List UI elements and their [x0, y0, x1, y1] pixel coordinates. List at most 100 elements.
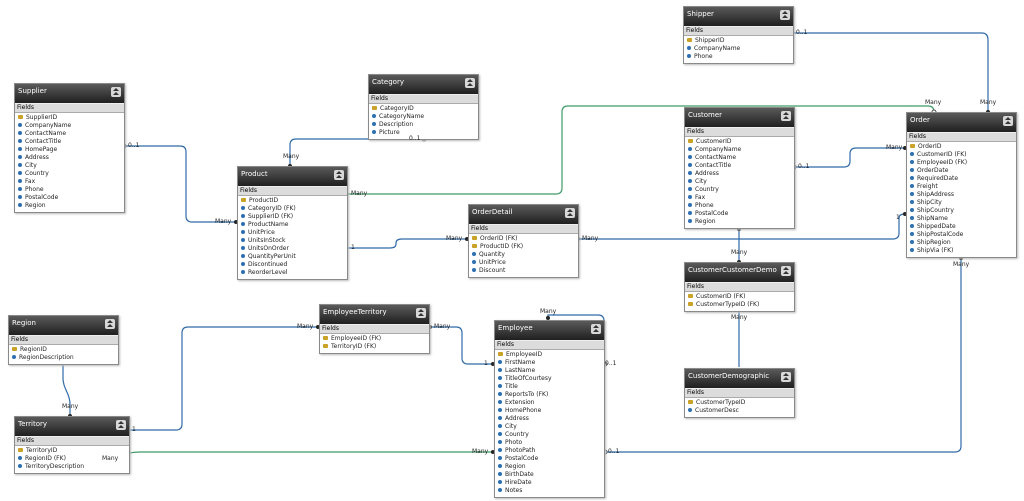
- field-row[interactable]: ProductID (FK): [469, 243, 578, 251]
- field-row[interactable]: Fax: [685, 194, 794, 202]
- field-row[interactable]: Phone: [684, 53, 793, 61]
- field-row[interactable]: ShipCountry: [907, 207, 1016, 215]
- field-row[interactable]: City: [15, 162, 124, 170]
- field-row[interactable]: TitleOfCourtesy: [495, 375, 604, 383]
- field-row[interactable]: UnitPrice: [238, 229, 347, 237]
- field-row[interactable]: ShippedDate: [907, 223, 1016, 231]
- field-row[interactable]: Region: [495, 463, 604, 471]
- field-row[interactable]: CompanyName: [684, 45, 793, 53]
- field-row[interactable]: Fax: [15, 178, 124, 186]
- field-row[interactable]: UnitsOnOrder: [238, 245, 347, 253]
- field-row[interactable]: CustomerID (FK): [907, 151, 1016, 159]
- field-row[interactable]: OrderID: [907, 143, 1016, 151]
- field-row[interactable]: ShipName: [907, 215, 1016, 223]
- collapse-icon[interactable]: [781, 111, 791, 121]
- entity-customercustomerdemo[interactable]: CustomerCustomerDemo Fields CustomerID (…: [684, 262, 795, 312]
- collapse-icon[interactable]: [334, 170, 344, 180]
- field-row[interactable]: ProductName: [238, 221, 347, 229]
- entity-customerdemographic[interactable]: CustomerDemographic Fields CustomerTypeI…: [684, 368, 795, 418]
- field-row[interactable]: HomePhone: [495, 407, 604, 415]
- field-row[interactable]: Address: [685, 170, 794, 178]
- collapse-icon[interactable]: [116, 420, 126, 430]
- field-row[interactable]: PostalCode: [495, 455, 604, 463]
- field-row[interactable]: ShipAddress: [907, 191, 1016, 199]
- field-row[interactable]: CompanyName: [685, 146, 794, 154]
- entity-employeeterritory[interactable]: EmployeeTerritory Fields EmployeeID (FK)…: [319, 304, 430, 354]
- field-row[interactable]: ReportsTo (FK): [495, 391, 604, 399]
- field-row[interactable]: ProductID: [238, 197, 347, 205]
- field-row[interactable]: CategoryID: [369, 105, 478, 113]
- field-row[interactable]: SupplierID: [15, 114, 124, 122]
- field-row[interactable]: Freight: [907, 183, 1016, 191]
- field-row[interactable]: ReorderLevel: [238, 269, 347, 277]
- field-row[interactable]: HomePage: [15, 146, 124, 154]
- field-row[interactable]: RegionDescription: [9, 354, 118, 362]
- field-row[interactable]: ContactTitle: [685, 162, 794, 170]
- field-row[interactable]: ContactName: [15, 130, 124, 138]
- field-row[interactable]: UnitPrice: [469, 259, 578, 267]
- field-row[interactable]: Phone: [15, 186, 124, 194]
- field-row[interactable]: OrderID (FK): [469, 235, 578, 243]
- field-row[interactable]: EmployeeID (FK): [907, 159, 1016, 167]
- field-row[interactable]: EmployeeID: [495, 351, 604, 359]
- field-row[interactable]: CategoryName: [369, 113, 478, 121]
- field-row[interactable]: TerritoryDescription: [15, 463, 129, 471]
- field-row[interactable]: Country: [685, 186, 794, 194]
- field-row[interactable]: Picture: [369, 129, 478, 137]
- field-row[interactable]: City: [495, 423, 604, 431]
- field-row[interactable]: ShipRegion: [907, 239, 1016, 247]
- field-row[interactable]: ShipPostalCode: [907, 231, 1016, 239]
- field-row[interactable]: FirstName: [495, 359, 604, 367]
- field-row[interactable]: Region: [15, 202, 124, 210]
- collapse-icon[interactable]: [416, 308, 426, 318]
- field-row[interactable]: ContactTitle: [15, 138, 124, 146]
- field-row[interactable]: RegionID: [9, 346, 118, 354]
- field-row[interactable]: CustomerDesc: [685, 407, 794, 415]
- field-row[interactable]: CustomerID: [685, 138, 794, 146]
- field-row[interactable]: ContactName: [685, 154, 794, 162]
- field-row[interactable]: EmployeeID (FK): [320, 335, 429, 343]
- field-row[interactable]: City: [685, 178, 794, 186]
- field-row[interactable]: ShipperID: [684, 37, 793, 45]
- field-row[interactable]: Extension: [495, 399, 604, 407]
- field-row[interactable]: RequiredDate: [907, 175, 1016, 183]
- field-row[interactable]: PostalCode: [15, 194, 124, 202]
- collapse-icon[interactable]: [1003, 116, 1013, 126]
- field-row[interactable]: Photo: [495, 439, 604, 447]
- field-row[interactable]: ShipVia (FK): [907, 247, 1016, 255]
- field-row[interactable]: CustomerID (FK): [685, 293, 794, 301]
- field-row[interactable]: HireDate: [495, 479, 604, 487]
- field-row[interactable]: CategoryID (FK): [238, 205, 347, 213]
- field-row[interactable]: PhotoPath: [495, 447, 604, 455]
- field-row[interactable]: Address: [15, 154, 124, 162]
- collapse-icon[interactable]: [565, 208, 575, 218]
- field-row[interactable]: LastName: [495, 367, 604, 375]
- field-row[interactable]: RegionID (FK): [15, 455, 129, 463]
- field-row[interactable]: Address: [495, 415, 604, 423]
- field-row[interactable]: CustomerTypeID: [685, 399, 794, 407]
- collapse-icon[interactable]: [111, 87, 121, 97]
- field-row[interactable]: QuantityPerUnit: [238, 253, 347, 261]
- field-row[interactable]: CustomerTypeID (FK): [685, 301, 794, 309]
- field-row[interactable]: Discontinued: [238, 261, 347, 269]
- field-row[interactable]: TerritoryID: [15, 447, 129, 455]
- collapse-icon[interactable]: [780, 10, 790, 20]
- collapse-icon[interactable]: [781, 372, 791, 382]
- field-row[interactable]: OrderDate: [907, 167, 1016, 175]
- entity-orderdetail[interactable]: OrderDetail Fields OrderID (FK)ProductID…: [468, 204, 579, 278]
- field-row[interactable]: Notes: [495, 487, 604, 495]
- field-row[interactable]: CompanyName: [15, 122, 124, 130]
- field-row[interactable]: ShipCity: [907, 199, 1016, 207]
- collapse-icon[interactable]: [105, 319, 115, 329]
- field-row[interactable]: UnitsInStock: [238, 237, 347, 245]
- field-row[interactable]: Discount: [469, 267, 578, 275]
- collapse-icon[interactable]: [781, 266, 791, 276]
